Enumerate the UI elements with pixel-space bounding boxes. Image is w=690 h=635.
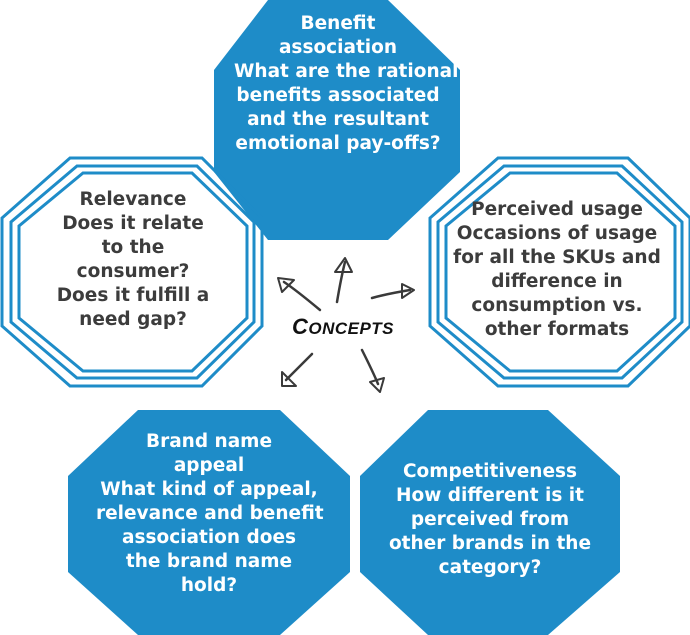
arrow-up xyxy=(334,257,353,304)
benefit-line: association xyxy=(278,37,398,58)
usage-octagon-inner xyxy=(436,164,684,380)
arrow-right xyxy=(370,283,415,300)
benefit-line: Benefit xyxy=(300,13,376,34)
relevance-line: need gap? xyxy=(79,309,187,330)
competitive-line: Competitiveness xyxy=(402,461,578,482)
brand-line: What kind of appeal, xyxy=(100,479,318,500)
brand-line: Brand name xyxy=(145,431,273,452)
competitive-text: Competitiveness How different is it perc… xyxy=(386,460,594,580)
benefit-line: emotional pay-offs? xyxy=(235,133,441,154)
relevance-octagon-inner2 xyxy=(17,171,249,373)
usage-line: difference in xyxy=(491,271,623,292)
usage-octagon-outer xyxy=(428,156,690,388)
arrow-down-right xyxy=(360,348,385,393)
relevance-line: Relevance xyxy=(79,189,187,210)
brand-line: appeal xyxy=(173,455,245,476)
competitive-line: other brands in the xyxy=(388,533,592,554)
relevance-line: to the xyxy=(101,237,165,258)
benefit-octagon xyxy=(214,0,460,240)
benefit-line: What are the rational xyxy=(234,61,459,82)
brand-line: hold? xyxy=(180,575,238,596)
relevance-text: Relevance Does it relate to the consumer… xyxy=(36,188,230,332)
usage-line: consumption vs. xyxy=(471,295,643,316)
usage-octagon-inner2 xyxy=(444,171,677,373)
arrow-down-left xyxy=(281,352,314,387)
brand-text: Brand name appeal What kind of appeal, r… xyxy=(96,430,324,598)
usage-line: Occasions of usage xyxy=(456,223,658,244)
brand-line: association does xyxy=(121,527,297,548)
brand-line: relevance and benefit xyxy=(96,503,324,524)
relevance-line: Does it relate xyxy=(62,213,204,234)
relevance-line: Does it fulfill a xyxy=(56,285,210,306)
relevance-octagon-inner xyxy=(9,164,256,380)
usage-text: Perceived usage Occasions of usage for a… xyxy=(450,198,664,342)
relevance-line: consumer? xyxy=(76,261,190,282)
benefit-line: and the resultant xyxy=(247,109,429,130)
competitive-line: category? xyxy=(438,557,542,578)
competitive-octagon xyxy=(360,410,620,635)
arrow-up-left xyxy=(277,277,322,312)
usage-line: other formats xyxy=(484,319,630,340)
brand-line: the brand name xyxy=(125,551,293,572)
center-concepts-label: CONCEPTS xyxy=(291,314,395,339)
relevance-octagon-outer xyxy=(0,156,264,388)
competitive-line: perceived from xyxy=(410,509,570,530)
brand-octagon xyxy=(68,410,350,635)
benefit-line: benefits associated xyxy=(236,85,440,106)
usage-line: Perceived usage xyxy=(471,199,643,220)
usage-line: for all the SKUs and xyxy=(453,247,661,268)
competitive-line: How different is it xyxy=(396,485,584,506)
benefit-text: Benefit association What are the rationa… xyxy=(234,12,459,156)
